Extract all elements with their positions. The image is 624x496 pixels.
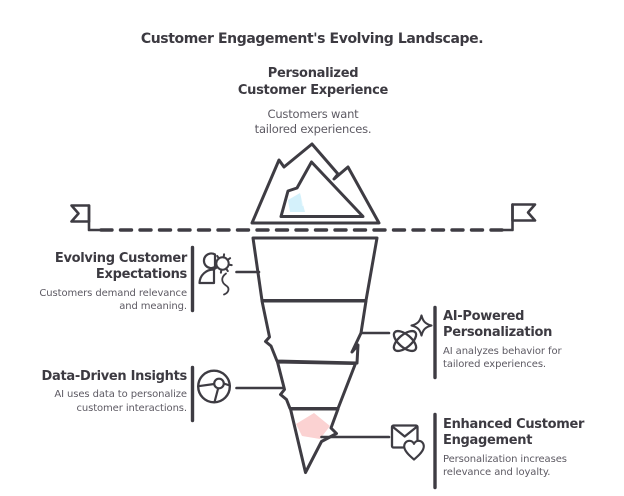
- segment-texture: [266, 240, 283, 262]
- left-flag-banner: [70, 204, 91, 223]
- segment-texture: [276, 305, 300, 330]
- mountain-texture: [300, 176, 322, 206]
- mountain-texture: [288, 193, 305, 212]
- segment-tip: [289, 407, 340, 474]
- iceberg-funnel: [251, 236, 379, 474]
- right-flag-pole: [497, 203, 514, 232]
- mountain-inner: [279, 160, 365, 218]
- right-flag-icon: [497, 203, 537, 232]
- callout-description: AI uses data to personalize customer int…: [54, 389, 187, 414]
- callout-heading: Enhanced Customer Engagement: [443, 417, 585, 449]
- mountain-peak: [250, 142, 381, 225]
- mountain-outer: [250, 142, 381, 225]
- callout-enhanced-customer-engagement: Enhanced Customer Engagement Personaliza…: [443, 417, 615, 480]
- right-flag-banner: [511, 203, 537, 222]
- segment-pink-patch: [296, 413, 330, 439]
- callout-heading: AI-Powered Personalization: [443, 309, 553, 341]
- segment-texture: [315, 244, 344, 268]
- left-flag-icon: [70, 204, 105, 232]
- segment-texture: [293, 367, 318, 390]
- top-section-description: Customers want tailored experiences.: [254, 106, 372, 137]
- callout-description: Personalization increases relevance and …: [443, 453, 567, 479]
- segment-orange: [276, 360, 357, 410]
- callout-evolving-customer-expectations: Evolving Customer Expectations Customers…: [24, 251, 187, 314]
- envelope-heart-icon: [390, 424, 425, 461]
- pie-chart-icon: [196, 369, 231, 404]
- ai-sparkle-icon: [392, 314, 433, 353]
- segment-texture: [328, 314, 352, 340]
- top-section-heading: Personalized Customer Experience: [237, 66, 389, 98]
- page-title: Customer Engagement's Evolving Landscape…: [140, 31, 484, 47]
- callout-data-driven-insights: Data-Driven Insights AI uses data to per…: [20, 369, 188, 415]
- left-flag-pole: [87, 204, 105, 232]
- user-gear-icon: [198, 252, 233, 296]
- segment-texture: [296, 274, 326, 294]
- segment-yellow: [260, 299, 368, 365]
- callout-description: AI analyzes behavior for tailored experi…: [443, 345, 562, 371]
- callout-heading: Evolving Customer Expectations: [54, 251, 187, 283]
- callout-description: Customers demand relevance and meaning.: [39, 287, 187, 313]
- top-section: Personalized Customer Experience Custome…: [193, 66, 433, 138]
- callout-ai-powered-personalization: AI-Powered Personalization AI analyzes b…: [443, 309, 593, 372]
- callout-heading: Data-Driven Insights: [41, 369, 188, 384]
